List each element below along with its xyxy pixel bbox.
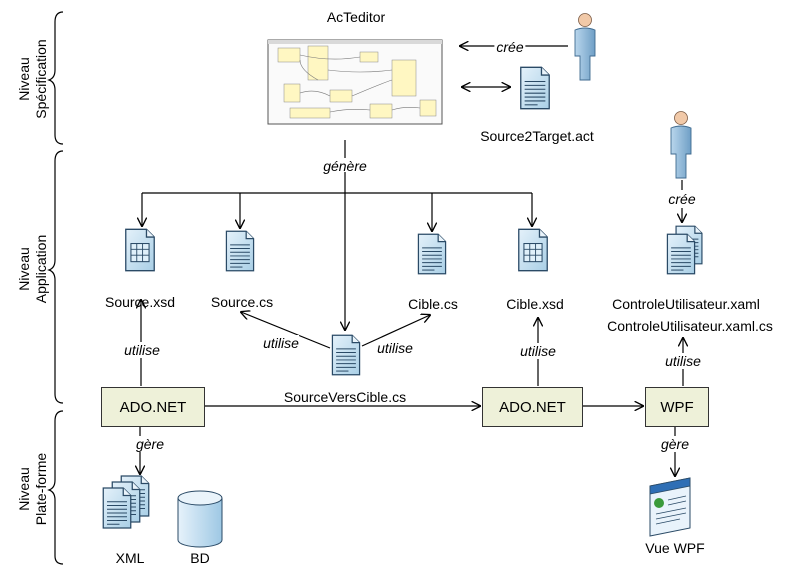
user-figure-right bbox=[670, 111, 692, 179]
cible-cs-name: Cible.cs bbox=[408, 296, 458, 312]
gere-left-label: gère bbox=[135, 436, 165, 452]
adonet-left-label: ADO.NET bbox=[119, 398, 187, 416]
level-platform-line1: Niveau bbox=[16, 467, 32, 511]
wpf-label: WPF bbox=[660, 398, 694, 416]
utilise-source-cs-label: utilise bbox=[263, 335, 299, 351]
cible-cs-icon bbox=[417, 233, 447, 275]
level-application-line2: Application bbox=[33, 234, 49, 304]
level-application-line1: Niveau bbox=[16, 247, 32, 291]
cible-xsd-name: Cible.xsd bbox=[506, 296, 564, 312]
source-vers-cible-name: SourceVersCible.cs bbox=[283, 389, 407, 405]
controle-xaml-cs-name: ControleUtilisateur.xaml.cs bbox=[607, 318, 773, 334]
act-file-icon bbox=[520, 66, 550, 110]
xml-files-icon bbox=[102, 475, 150, 529]
cree-right-label: crée bbox=[668, 191, 696, 207]
wpf-box: WPF bbox=[645, 387, 709, 427]
controle-xaml-name: ControleUtilisateur.xaml bbox=[612, 296, 760, 312]
source-cs-name: Source.cs bbox=[210, 294, 274, 310]
level-specification-line2: Spécification bbox=[33, 39, 49, 119]
gere-right-label: gère bbox=[660, 436, 690, 452]
acteditor-screenshot bbox=[267, 39, 443, 125]
user-figure-top bbox=[574, 13, 596, 81]
brace-specification bbox=[47, 11, 64, 145]
source-xsd-name: Source.xsd bbox=[104, 294, 176, 310]
source-xsd-icon bbox=[125, 228, 155, 272]
cree-top-label: crée bbox=[494, 39, 526, 55]
genere-label: génère bbox=[323, 158, 367, 174]
wpf-window-icon bbox=[649, 477, 691, 537]
act-file-name: Source2Target.act bbox=[480, 128, 594, 144]
brace-platform bbox=[47, 410, 64, 565]
database-icon bbox=[177, 490, 223, 548]
adonet-right-label: ADO.NET bbox=[499, 398, 566, 416]
utilise-cible-cs-label: utilise bbox=[377, 340, 413, 356]
bd-name: BD bbox=[190, 550, 210, 566]
utilise-source-cs-arrow bbox=[241, 312, 331, 349]
utilise-controle-label: utilise bbox=[665, 353, 701, 369]
level-application-label: Niveau Application bbox=[16, 224, 50, 314]
adonet-left-box: ADO.NET bbox=[101, 387, 205, 427]
utilise-source-xsd-label: utilise bbox=[124, 342, 160, 358]
level-platform-line2: Plate-forme bbox=[33, 452, 49, 526]
xml-name: XML bbox=[115, 550, 145, 566]
tool-name: AcTeditor bbox=[326, 9, 386, 25]
source-vers-cible-icon bbox=[331, 334, 361, 376]
adonet-right-box: ADO.NET bbox=[482, 387, 583, 427]
level-specification-line1: Niveau bbox=[16, 57, 32, 101]
vue-wpf-name: Vue WPF bbox=[645, 540, 705, 556]
brace-application bbox=[47, 150, 64, 404]
level-platform-label: Niveau Plate-forme bbox=[16, 444, 50, 534]
utilise-cible-xsd-label: utilise bbox=[520, 343, 556, 359]
cible-xsd-icon bbox=[518, 228, 548, 272]
source-cs-icon bbox=[225, 230, 255, 272]
level-braces bbox=[47, 11, 64, 565]
controle-files-icon bbox=[666, 225, 703, 275]
level-specification-label: Niveau Spécification bbox=[16, 34, 50, 124]
utilise-cible-cs-arrow bbox=[361, 315, 430, 347]
